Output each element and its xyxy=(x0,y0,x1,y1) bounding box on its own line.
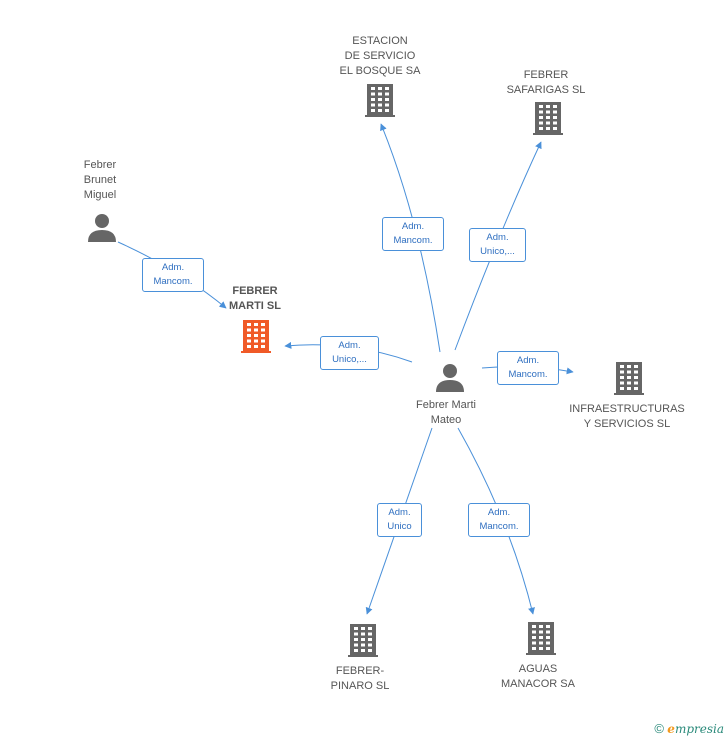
edge-label-center-to-aguas[interactable]: Adm. Mancom. xyxy=(468,503,530,537)
edge-label-center-to-infra[interactable]: Adm. Mancom. xyxy=(497,351,559,385)
node-label-aguas[interactable]: AGUAS MANACOR SA xyxy=(501,663,575,690)
person-icon[interactable] xyxy=(436,364,464,392)
edge-label-center-to-focus[interactable]: Adm. Unico,... xyxy=(320,336,379,370)
edge-label-center-to-pinaro[interactable]: Adm. Unico xyxy=(377,503,422,537)
building-icon[interactable] xyxy=(365,84,395,117)
node-label-left-person[interactable]: Febrer Brunet Miguel xyxy=(83,159,117,201)
person-icon[interactable] xyxy=(88,214,116,242)
building-icon[interactable] xyxy=(241,320,271,353)
brand-initial: e xyxy=(667,722,675,736)
edge-label-left-to-focus[interactable]: Adm. Mancom. xyxy=(142,258,204,292)
building-icon[interactable] xyxy=(526,622,556,655)
building-icon[interactable] xyxy=(533,102,563,135)
edge-label-center-to-estacion[interactable]: Adm. Mancom. xyxy=(382,217,444,251)
node-label-focus-company[interactable]: FEBRER MARTI SL xyxy=(229,285,281,312)
node-label-estacion[interactable]: ESTACION DE SERVICIO EL BOSQUE SA xyxy=(339,35,421,77)
copyright-symbol: © xyxy=(654,721,664,736)
building-icon[interactable] xyxy=(614,362,644,395)
footer-brand: © empresia xyxy=(654,721,724,736)
node-label-infraestructuras[interactable]: INFRAESTRUCTURAS Y SERVICIOS SL xyxy=(569,403,685,430)
node-label-pinaro[interactable]: FEBRER- PINARO SL xyxy=(330,665,390,692)
building-icon[interactable] xyxy=(348,624,378,657)
edge-label-center-to-safarigas[interactable]: Adm. Unico,... xyxy=(469,228,526,262)
node-label-center-person[interactable]: Febrer Marti Mateo xyxy=(416,399,476,426)
brand-name: mpresia xyxy=(674,722,724,736)
node-label-safarigas[interactable]: FEBRER SAFARIGAS SL xyxy=(506,69,586,96)
